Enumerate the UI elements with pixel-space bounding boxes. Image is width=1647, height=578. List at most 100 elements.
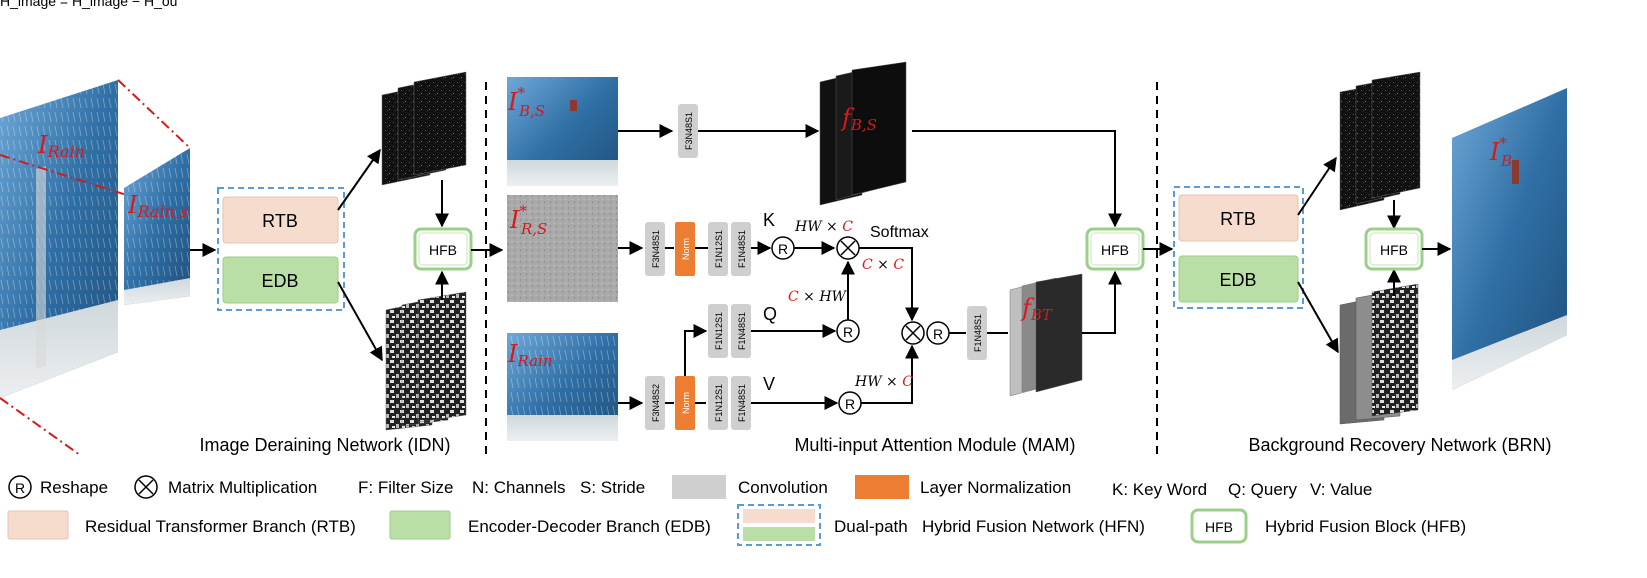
bs-label: I*B,S [507, 84, 545, 120]
arrow-matmul1-matmul2 [859, 247, 919, 322]
legend-query: Q: Query [1228, 480, 1297, 499]
norm-v-label: Norm [681, 392, 691, 414]
conv-f1n48s1-q [731, 304, 751, 358]
conv-f1n12s1-v [708, 376, 728, 430]
fbt-feature-maps [1009, 273, 1083, 397]
conv-f1n12s1-q [708, 304, 728, 358]
arrow-fbt-hfb [1082, 270, 1122, 334]
arrow-v-matmul2 [861, 344, 919, 404]
norm-v [675, 376, 695, 430]
rtb-label-brn: RTB [1220, 209, 1256, 229]
legend-value: V: Value [1310, 480, 1372, 499]
hfb-label-idn: HFB [429, 242, 457, 258]
legend-convolution: Convolution [738, 478, 828, 497]
conv-f1n12s1-q-label: F1N12S1 [714, 312, 724, 350]
legend-filter: F: Filter Size [358, 478, 453, 497]
legend-rtb-swatch [7, 510, 69, 540]
rain-v-image [507, 333, 618, 441]
legend-hfb: Hybrid Fusion Block (HFB) [1265, 517, 1466, 536]
legend-stride: S: Stride [580, 478, 645, 497]
hfb-label-mam: HFB [1101, 242, 1129, 258]
rtb-label-idn: RTB [262, 211, 298, 231]
mam-title: Multi-input Attention Module (MAM) [794, 435, 1075, 455]
hw-c-label-1: HW × C [794, 219, 853, 235]
conv-f1n48s1-v-label: F1N48S1 [737, 384, 747, 422]
hfn-box-idn [217, 187, 345, 311]
conv-f1n48s1-k-label: F1N48S1 [737, 230, 747, 268]
arrow-fbs-hfb [912, 130, 1122, 228]
norm-k-label: Norm [681, 238, 691, 260]
output-label: I*B [1489, 134, 1512, 170]
conv-f1n48s1-k [731, 222, 751, 276]
conv-f1n48s1-v [731, 376, 751, 430]
legend-hfn: Hybrid Fusion Network (HFN) [922, 517, 1145, 536]
legend-reshape: Reshape [40, 478, 108, 497]
arrow-edb-feature-brn [1297, 281, 1339, 354]
conv-f1n48s1-out [967, 306, 987, 360]
conv-f1n12s1-k-label: F1N12S1 [714, 230, 724, 268]
legend-keyword: K: Key Word [1112, 480, 1207, 499]
legend-reshape-symbol: R [15, 480, 25, 496]
legend-reshape-icon [8, 475, 32, 499]
legend-dual: Dual-path [834, 517, 908, 536]
legend-hfn-swatch [737, 504, 821, 546]
crop-line-bottom [0, 397, 81, 456]
idn-title: Image Deraining Network (IDN) [199, 435, 450, 455]
legend-hfb-box-label: HFB [1205, 519, 1233, 535]
fbs-feature-maps [819, 61, 907, 206]
rtb-feature-maps [381, 71, 467, 186]
rtb-feature-maps-brn [1339, 71, 1421, 211]
conv-f1n12s1-v-label: F1N12S1 [714, 384, 724, 422]
legend-channels: N: Channels [472, 478, 566, 497]
rs-image [507, 195, 618, 302]
edb-feature-maps [385, 291, 467, 431]
c-c-label: C × C [862, 257, 904, 273]
legend-edb: Encoder-Decoder Branch (EDB) [468, 517, 711, 536]
conv-f3n48s2-label: F3N48S2 [651, 384, 661, 422]
edb-feature-maps-brn [1339, 283, 1419, 425]
brn-title: Background Recovery Network (BRN) [1248, 435, 1551, 455]
rain-v-label: IRain [507, 340, 553, 370]
v-label: V [763, 374, 775, 394]
hfn-box-brn [1173, 186, 1304, 309]
bs-image [507, 77, 618, 186]
arrow-edb-feature [337, 281, 383, 362]
k-label: K [763, 210, 775, 230]
conv-f3n48s2 [645, 376, 665, 430]
legend-conv-swatch [672, 475, 726, 499]
conv-f1n48s1-q-label: F1N48S1 [737, 312, 747, 350]
legend-rtb: Residual Transformer Branch (RTB) [85, 517, 356, 536]
rtb-block-idn [222, 196, 339, 244]
conv-f1n12s1-k [708, 222, 728, 276]
arrow-rtb-feature-brn [1297, 156, 1337, 216]
norm-k [675, 222, 695, 276]
header-text: H_image = H_image − H_ou [0, 0, 177, 9]
reshape-k-symbol: R [778, 241, 788, 257]
softmax-label: Softmax [870, 224, 929, 241]
rain-input-image [0, 80, 118, 398]
rs-label: I*R,S [509, 202, 547, 238]
legend-edb-swatch [389, 510, 451, 540]
conv-f3n48s1-bs-label: F3N48S1 [684, 112, 694, 150]
edb-label-brn: EDB [1219, 270, 1256, 290]
arrow-norm-q [684, 324, 708, 376]
legend-norm-swatch [855, 475, 909, 499]
rtb-block-brn [1178, 194, 1299, 242]
c-hw-label: C × HW [788, 289, 848, 305]
reshape-v-symbol: R [845, 396, 855, 412]
conv-f1n48s1-out-label: F1N48S1 [973, 314, 983, 352]
edb-label-idn: EDB [261, 271, 298, 291]
reshape-out-symbol: R [933, 326, 943, 342]
conv-f3n48s1-bs [678, 104, 698, 158]
q-label: Q [763, 304, 777, 324]
legend-matmul: Matrix Multiplication [168, 478, 317, 497]
legend-hfb-swatch [1190, 508, 1248, 544]
hw-c-label-2: HW × C [854, 374, 913, 390]
rain-patch-image [124, 148, 190, 305]
legend-layernorm: Layer Normalization [920, 478, 1071, 497]
crop-line-top [117, 79, 191, 149]
conv-f3n48s1-k-label: F3N48S1 [651, 230, 661, 268]
edb-block-idn [222, 256, 339, 304]
reshape-q-symbol: R [843, 324, 853, 340]
